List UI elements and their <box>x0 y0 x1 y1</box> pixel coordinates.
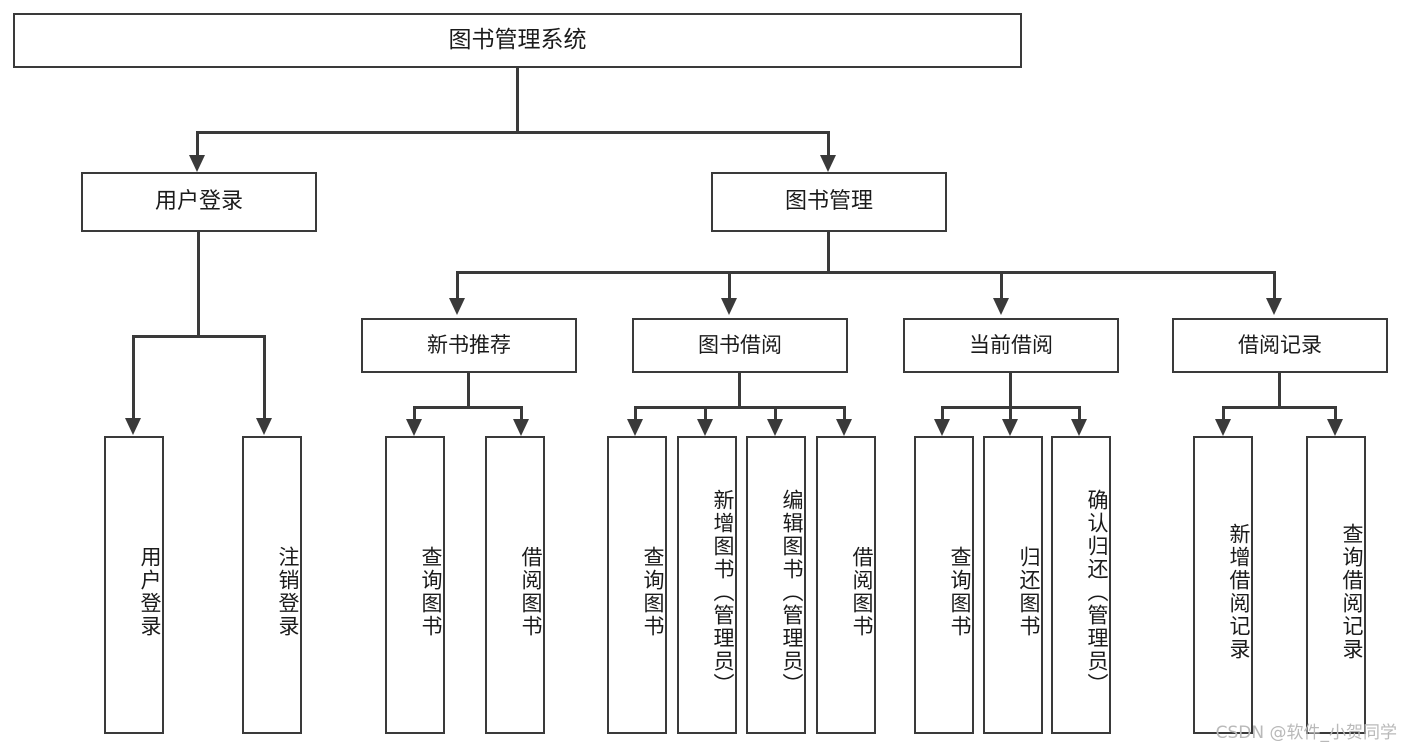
node-user-login[interactable]: 用户登录 <box>81 172 317 232</box>
node-book-borrow[interactable]: 图书借阅 <box>632 318 848 373</box>
arrowhead-leaf-10 <box>1002 419 1018 436</box>
node-leaf-borrow-book-recommend[interactable]: 借阅图书 <box>485 436 545 734</box>
connector-user-login-stem <box>197 232 200 335</box>
connector-drop-leaf-7 <box>774 406 777 422</box>
arrowhead-book-borrow <box>721 298 737 315</box>
connector-current-borrow-stem <box>1009 373 1012 406</box>
node-label: 新增借阅记录 <box>1227 523 1251 661</box>
connector-drop-new-book <box>456 271 459 301</box>
connector-book-manage-stem <box>827 232 830 271</box>
connector-drop-leaf-4 <box>520 406 523 422</box>
node-label: 用户登录 <box>154 189 243 215</box>
node-leaf-borrow-book[interactable]: 借阅图书 <box>816 436 876 734</box>
node-leaf-add-borrow-record[interactable]: 新增借阅记录 <box>1193 436 1253 734</box>
arrowhead-leaf-7 <box>767 419 783 436</box>
node-label: 借阅图书 <box>850 546 874 638</box>
connector-drop-leaf-13 <box>1334 406 1337 422</box>
connector-drop-leaf-9 <box>941 406 944 422</box>
connector-drop-leaf-2 <box>263 335 266 420</box>
node-leaf-query-book-recommend[interactable]: 查询图书 <box>385 436 445 734</box>
arrowhead-book-manage <box>820 155 836 172</box>
node-label: 归还图书 <box>1017 546 1041 638</box>
node-label: 编辑图书（管理员） <box>780 488 804 696</box>
arrowhead-user-login <box>189 155 205 172</box>
node-label: 图书借阅 <box>698 333 782 358</box>
connector-drop-leaf-5 <box>634 406 637 422</box>
node-label: 用户登录 <box>138 546 162 638</box>
connector-drop-leaf-11 <box>1078 406 1081 422</box>
node-label: 查询借阅记录 <box>1340 523 1364 661</box>
connector-book-manage-bus <box>456 271 1276 274</box>
node-leaf-return-book[interactable]: 归还图书 <box>983 436 1043 734</box>
arrowhead-leaf-3 <box>406 419 422 436</box>
arrowhead-leaf-4 <box>513 419 529 436</box>
node-label: 图书管理 <box>784 189 873 215</box>
connector-drop-leaf-12 <box>1222 406 1225 422</box>
node-leaf-query-book-current[interactable]: 查询图书 <box>914 436 974 734</box>
node-new-book-recommend[interactable]: 新书推荐 <box>361 318 577 373</box>
arrowhead-leaf-5 <box>627 419 643 436</box>
connector-root-stem <box>516 68 519 131</box>
node-label: 当前借阅 <box>969 333 1053 358</box>
node-borrow-record[interactable]: 借阅记录 <box>1172 318 1388 373</box>
connector-book-borrow-bus <box>634 406 846 409</box>
arrowhead-leaf-6 <box>697 419 713 436</box>
node-label: 查询图书 <box>419 546 443 638</box>
connector-drop-leaf-10 <box>1009 406 1012 422</box>
arrowhead-leaf-13 <box>1327 419 1343 436</box>
connector-drop-book-borrow <box>728 271 731 301</box>
arrowhead-leaf-11 <box>1071 419 1087 436</box>
node-leaf-edit-book-admin[interactable]: 编辑图书（管理员） <box>746 436 806 734</box>
connector-new-book-stem <box>467 373 470 406</box>
node-label: 新书推荐 <box>427 333 511 358</box>
connector-user-login-bus <box>132 335 266 338</box>
arrowhead-leaf-12 <box>1215 419 1231 436</box>
arrowhead-leaf-8 <box>836 419 852 436</box>
connector-borrow-record-stem <box>1278 373 1281 406</box>
node-label: 查询图书 <box>948 546 972 638</box>
arrowhead-leaf-9 <box>934 419 950 436</box>
node-leaf-logout[interactable]: 注销登录 <box>242 436 302 734</box>
node-current-borrow[interactable]: 当前借阅 <box>903 318 1119 373</box>
node-leaf-query-book-borrow[interactable]: 查询图书 <box>607 436 667 734</box>
connector-drop-book-manage <box>827 131 830 158</box>
node-leaf-user-login[interactable]: 用户登录 <box>104 436 164 734</box>
node-book-manage[interactable]: 图书管理 <box>711 172 947 232</box>
node-leaf-query-borrow-record[interactable]: 查询借阅记录 <box>1306 436 1366 734</box>
node-label: 借阅记录 <box>1238 333 1322 358</box>
connector-new-book-bus <box>413 406 523 409</box>
arrowhead-leaf-2 <box>256 418 272 435</box>
node-label: 图书管理系统 <box>448 26 587 53</box>
connector-drop-current-borrow <box>1000 271 1003 301</box>
arrowhead-borrow-record <box>1266 298 1282 315</box>
connector-root-bus <box>196 131 830 134</box>
node-label: 查询图书 <box>641 546 665 638</box>
connector-drop-borrow-record <box>1273 271 1276 301</box>
node-leaf-add-book-admin[interactable]: 新增图书（管理员） <box>677 436 737 734</box>
node-label: 借阅图书 <box>519 546 543 638</box>
connector-drop-leaf-1 <box>132 335 135 420</box>
connector-drop-leaf-3 <box>413 406 416 422</box>
connector-borrow-record-bus <box>1222 406 1337 409</box>
arrowhead-new-book <box>449 298 465 315</box>
arrowhead-current-borrow <box>993 298 1009 315</box>
connector-book-borrow-stem <box>738 373 741 406</box>
node-root-system[interactable]: 图书管理系统 <box>13 13 1022 68</box>
node-leaf-confirm-return-admin[interactable]: 确认归还（管理员） <box>1051 436 1111 734</box>
connector-drop-leaf-8 <box>843 406 846 422</box>
connector-drop-user-login <box>196 131 199 158</box>
arrowhead-leaf-1 <box>125 418 141 435</box>
node-label: 确认归还（管理员） <box>1085 488 1109 696</box>
connector-drop-leaf-6 <box>704 406 707 422</box>
node-label: 注销登录 <box>276 546 300 638</box>
node-label: 新增图书（管理员） <box>711 488 735 696</box>
